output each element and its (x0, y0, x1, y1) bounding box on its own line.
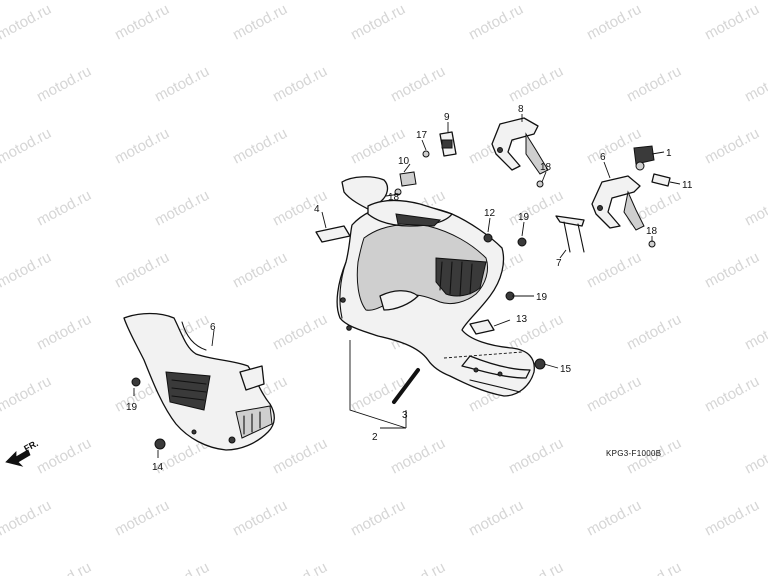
watermark-text: motod.ru (466, 1, 526, 44)
callout-7: 7 (556, 258, 562, 269)
watermark-text: motod.ru (0, 373, 54, 416)
watermark-text: motod.ru (506, 311, 566, 354)
watermark-text: motod.ru (0, 125, 54, 168)
watermark-text: motod.ru (348, 1, 408, 44)
watermark-text: motod.ru (584, 497, 644, 540)
watermark-text: motod.ru (230, 1, 290, 44)
bracket-right (591, 175, 645, 231)
watermark-text: motod.ru (112, 497, 172, 540)
callout-1: 1 (666, 148, 672, 159)
callout-4: 4 (314, 204, 320, 215)
watermark-text: motod.ru (112, 1, 172, 44)
watermark-text: motod.ru (742, 63, 768, 106)
watermark-text: motod.ru (270, 63, 330, 106)
clip-part (439, 131, 457, 157)
watermark-text: motod.ru (742, 435, 768, 478)
watermark-text: motod.ru (152, 63, 212, 106)
watermark-text: motod.ru (34, 63, 94, 106)
callout-18-a: 18 (540, 162, 552, 173)
watermark-text: motod.ru (506, 187, 566, 230)
callout-19-c: 19 (126, 402, 138, 413)
watermark-text: motod.ru (388, 559, 448, 576)
watermark-text: motod.ru (584, 1, 644, 44)
fasteners (131, 150, 656, 450)
watermark-text: motod.ru (0, 1, 54, 44)
watermark-text: motod.ru (388, 63, 448, 106)
watermark-text: motod.ru (506, 63, 566, 106)
watermark-text: motod.ru (34, 311, 94, 354)
watermark-text: motod.ru (742, 187, 768, 230)
stay-part (555, 215, 585, 253)
callout-19-a: 19 (518, 212, 530, 223)
callout-8: 8 (518, 104, 524, 115)
watermark-text: motod.ru (506, 435, 566, 478)
watermark-text: motod.ru (270, 559, 330, 576)
watermark-text: motod.ru (34, 187, 94, 230)
callout-19-b: 19 (536, 292, 548, 303)
callout-12: 12 (484, 208, 496, 219)
callout-18-b: 18 (388, 192, 400, 203)
callout-2: 2 (372, 432, 378, 443)
watermark-text: motod.ru (702, 249, 762, 292)
watermark-text: motod.ru (742, 559, 768, 576)
watermark-text: motod.ru (702, 1, 762, 44)
watermark-text: motod.ru (624, 63, 684, 106)
watermark-text: motod.ru (152, 559, 212, 576)
callout-9: 9 (444, 112, 450, 123)
watermark-text: motod.ru (584, 249, 644, 292)
callout-17: 17 (416, 130, 428, 141)
watermark-text: motod.ru (624, 559, 684, 576)
watermark-text: motod.ru (34, 435, 94, 478)
callout-6-left: 6 (210, 322, 216, 333)
watermark-text: motod.ru (624, 311, 684, 354)
rod-part (392, 368, 420, 404)
lid-part (315, 225, 351, 243)
callout-6-right: 6 (600, 152, 606, 163)
watermark-text: motod.ru (0, 249, 54, 292)
bracket-upper (491, 117, 549, 175)
watermark-text: motod.ru (388, 435, 448, 478)
front-arrow-icon (5, 449, 31, 467)
watermark-text: motod.ru (466, 497, 526, 540)
watermark-text: motod.ru (584, 125, 644, 168)
diagram-code: KPG3-F1000B (606, 449, 661, 458)
callout-15: 15 (560, 364, 572, 375)
watermark-text: motod.ru (270, 435, 330, 478)
callout-10: 10 (398, 156, 410, 167)
watermark-text: motod.ru (702, 373, 762, 416)
callout-labels: 1 11 6 18 8 9 17 10 18 4 12 19 7 18 19 1… (126, 104, 693, 473)
watermark-text: motod.ru (230, 249, 290, 292)
leader-lines (133, 114, 681, 458)
nut-part (469, 319, 495, 335)
inner-cover-main (336, 176, 535, 397)
watermark-text: motod.ru (506, 559, 566, 576)
watermark-text: motod.ru (702, 497, 762, 540)
lock-part (633, 145, 671, 187)
watermark-text: motod.ru (0, 497, 54, 540)
lower-cover (123, 312, 275, 451)
watermark-text: motod.ru (112, 125, 172, 168)
front-label: FR. (22, 438, 39, 454)
watermark-text: motod.ru (230, 497, 290, 540)
watermark-text: motod.ru (112, 249, 172, 292)
watermark-text: motod.ru (270, 187, 330, 230)
callout-18-c: 18 (646, 226, 658, 237)
watermark-text: motod.ru (584, 373, 644, 416)
watermark-text: motod.ru (230, 125, 290, 168)
callout-13: 13 (516, 314, 528, 325)
watermark-text: motod.ru (270, 311, 330, 354)
clip-small (399, 171, 417, 187)
watermark-text: motod.ru (702, 125, 762, 168)
callout-11: 11 (682, 180, 693, 191)
watermark-text: motod.ru (348, 497, 408, 540)
watermark-text: motod.ru (152, 187, 212, 230)
watermark-text: motod.ru (742, 311, 768, 354)
callout-14: 14 (152, 462, 164, 473)
watermark-text: motod.ru (34, 559, 94, 576)
callout-3: 3 (402, 410, 408, 421)
